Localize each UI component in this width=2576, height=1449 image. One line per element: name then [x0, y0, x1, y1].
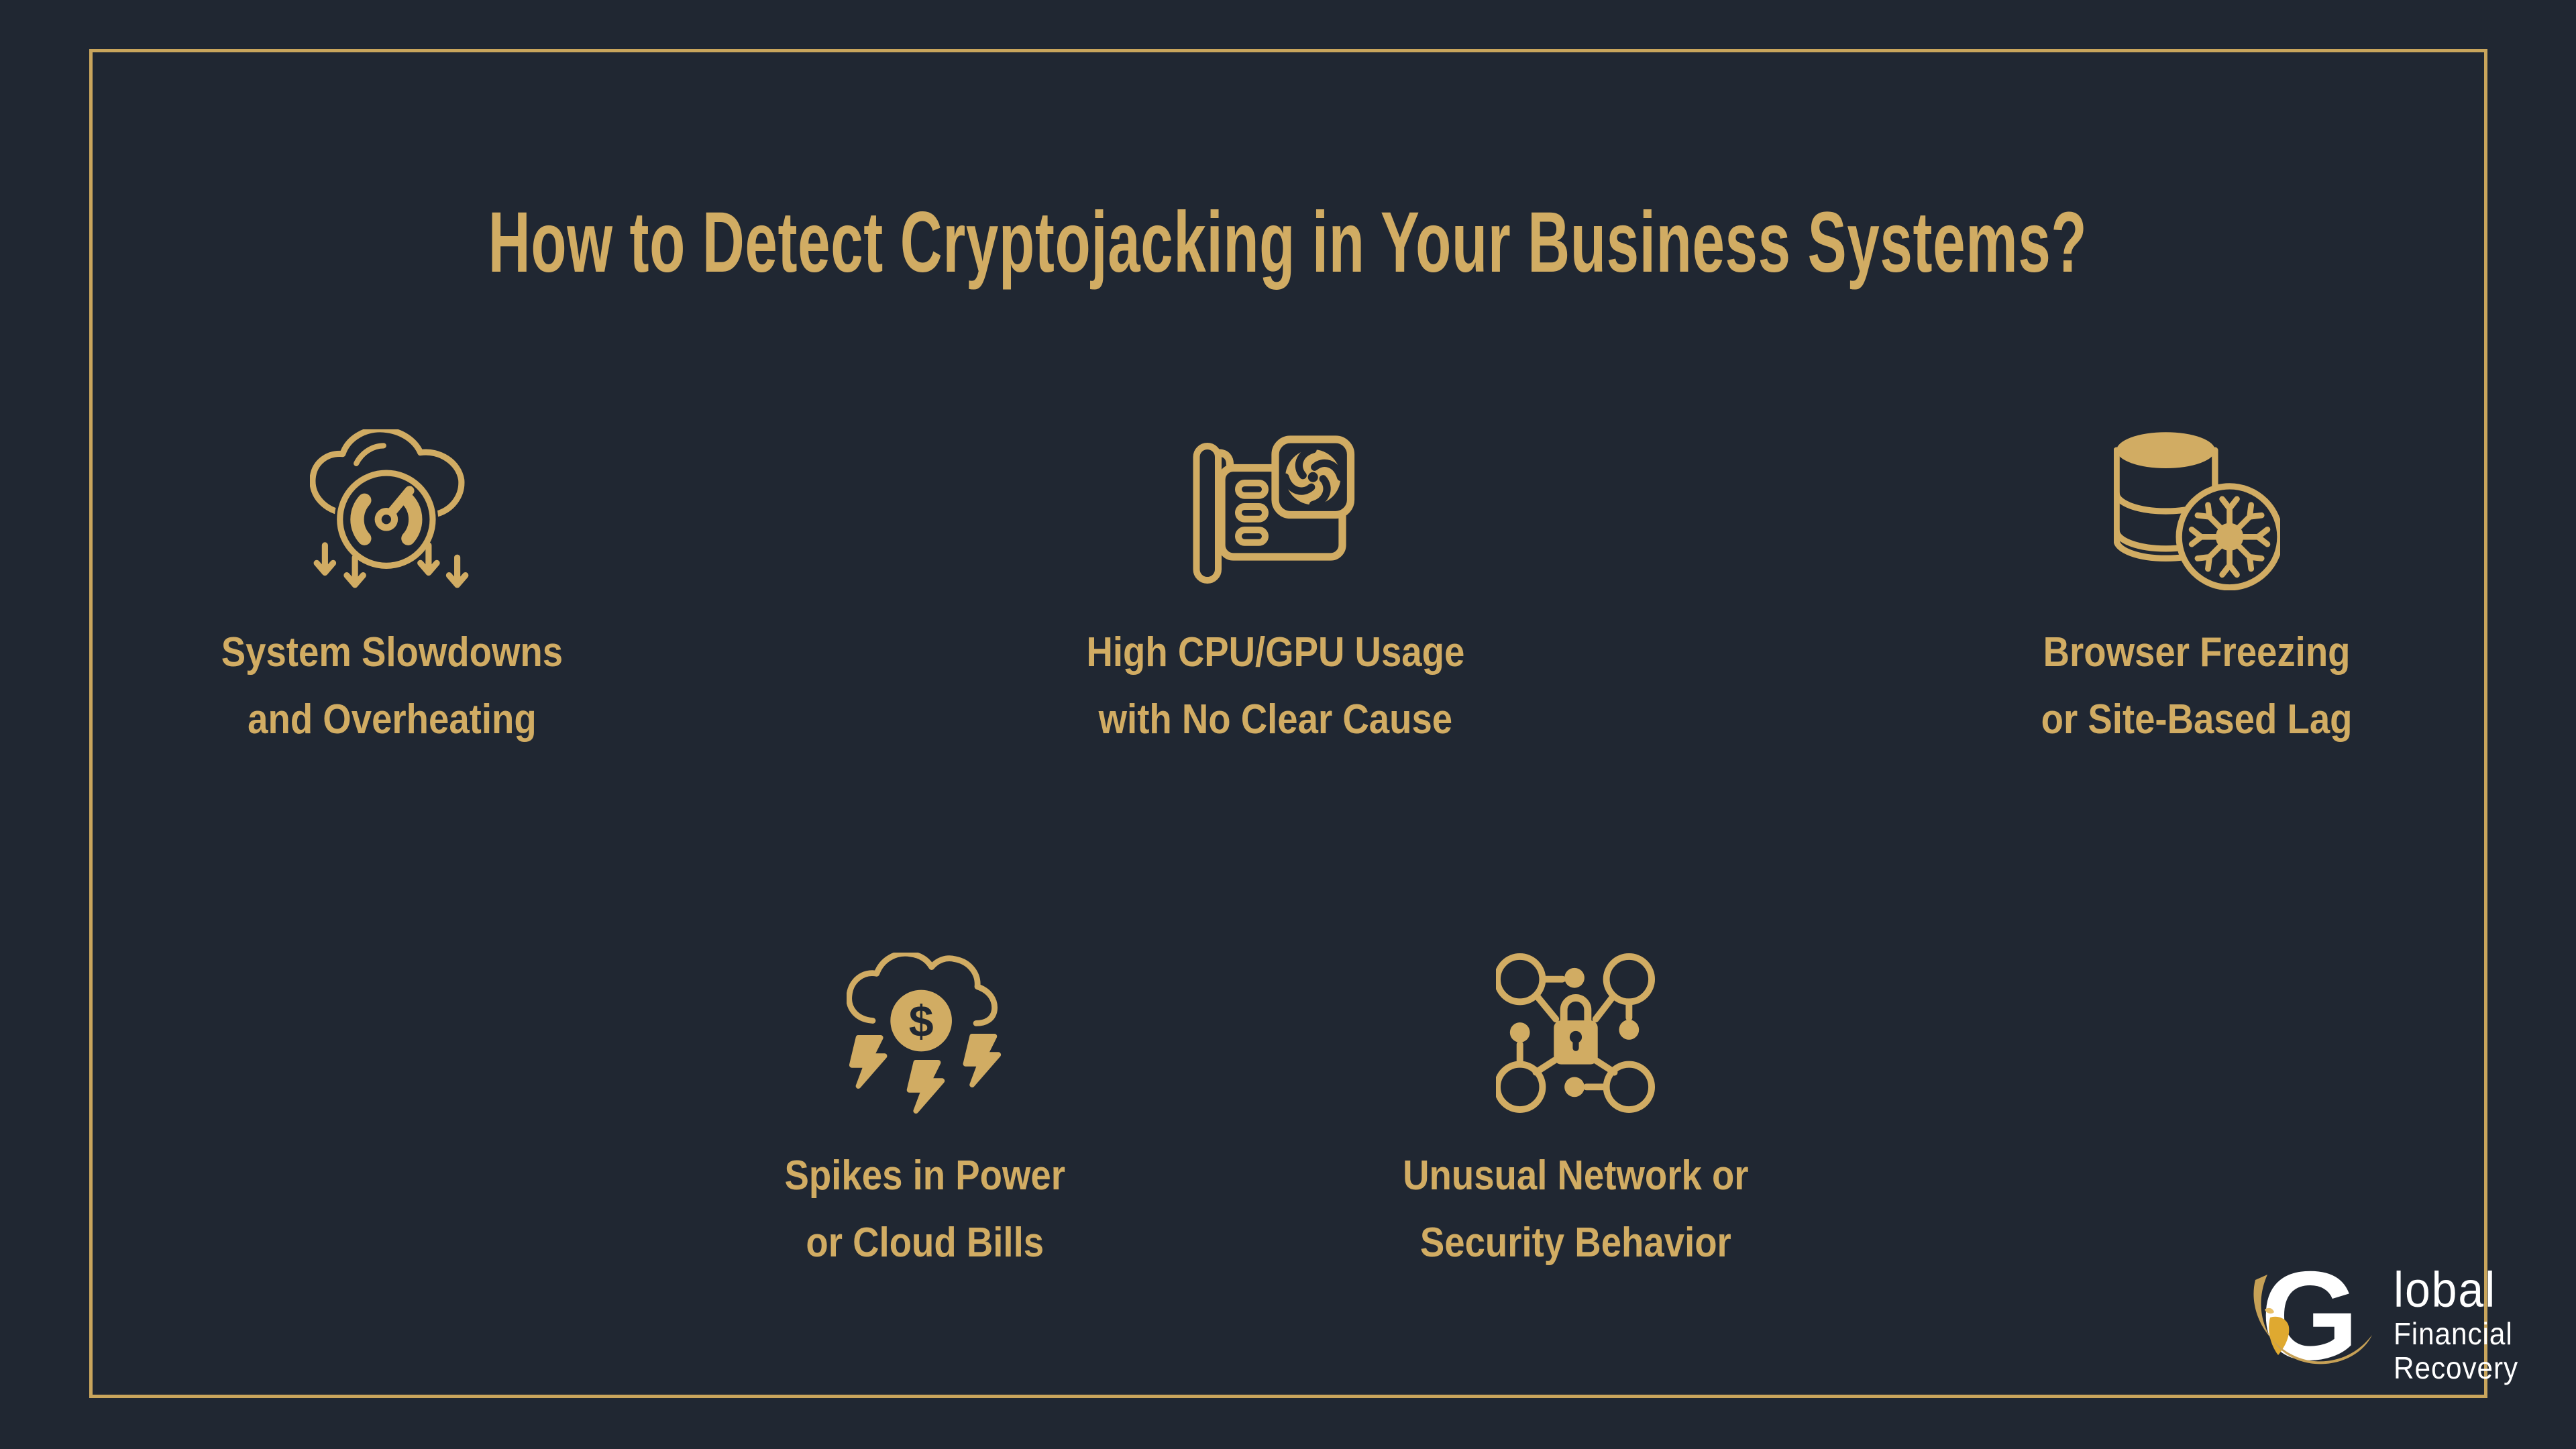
item-system-slowdowns: System Slowdowns and Overheating: [123, 429, 660, 753]
page-title-text: How to Detect Cryptojacking in Your Busi…: [488, 195, 2088, 290]
item-label-line1: Browser Freezing: [2043, 629, 2351, 676]
item-unusual-network: Unusual Network or Security Behavior: [1307, 953, 1844, 1277]
page-title: How to Detect Cryptojacking in Your Busi…: [0, 193, 2576, 292]
item-label-line2: Security Behavior: [1420, 1220, 1731, 1266]
dollar-glyph: $: [909, 997, 934, 1046]
global-financial-recovery-logo: G lobal Financial Recovery: [2246, 1260, 2529, 1383]
item-label-line1: High CPU/GPU Usage: [1086, 629, 1464, 676]
item-label: Browser Freezing or Site-Based Lag: [2041, 619, 2353, 753]
cloud-dollar-bolts-icon: $: [847, 953, 1004, 1117]
logo-g-letter: G: [2261, 1260, 2359, 1371]
item-label: Unusual Network or Security Behavior: [1403, 1142, 1748, 1277]
gold-border-frame: [89, 49, 2487, 1398]
globe-continent-shape-small: [2265, 1307, 2274, 1314]
item-label-line1: Spikes in Power: [784, 1152, 1066, 1199]
database-freeze-icon: [2114, 429, 2280, 594]
item-label-line2: or Site-Based Lag: [2041, 696, 2353, 743]
logo-line-lobal: lobal: [2394, 1262, 2497, 1318]
globe-continent-shape: [2269, 1316, 2290, 1355]
cloud-gauge-icon: [310, 429, 474, 594]
item-label: Spikes in Power or Cloud Bills: [785, 1142, 1065, 1277]
item-label-line1: Unusual Network or: [1403, 1152, 1749, 1199]
logo-wordmark: lobal Financial Recovery: [2394, 1262, 2519, 1385]
logo-line-recovery: Recovery: [2394, 1350, 2519, 1385]
item-high-cpu-gpu-usage: High CPU/GPU Usage with No Clear Cause: [1007, 429, 1544, 753]
item-label-line2: and Overheating: [247, 696, 537, 743]
item-label: System Slowdowns and Overheating: [221, 619, 562, 753]
item-label: High CPU/GPU Usage with No Clear Cause: [1086, 619, 1464, 753]
item-label-line2: with No Clear Cause: [1098, 696, 1452, 743]
network-lock-icon: [1496, 953, 1656, 1117]
gpu-card-fan-icon: [1175, 429, 1376, 594]
item-spikes-in-power: $ Spikes in Power or Cloud Bills: [657, 953, 1193, 1277]
item-browser-freezing: Browser Freezing or Site-Based Lag: [1929, 429, 2465, 753]
item-label-line2: or Cloud Bills: [806, 1220, 1044, 1266]
logo-line-financial: Financial: [2394, 1316, 2513, 1351]
globe-g-logo-mark: G: [2253, 1260, 2372, 1371]
item-label-line1: System Slowdowns: [221, 629, 563, 676]
